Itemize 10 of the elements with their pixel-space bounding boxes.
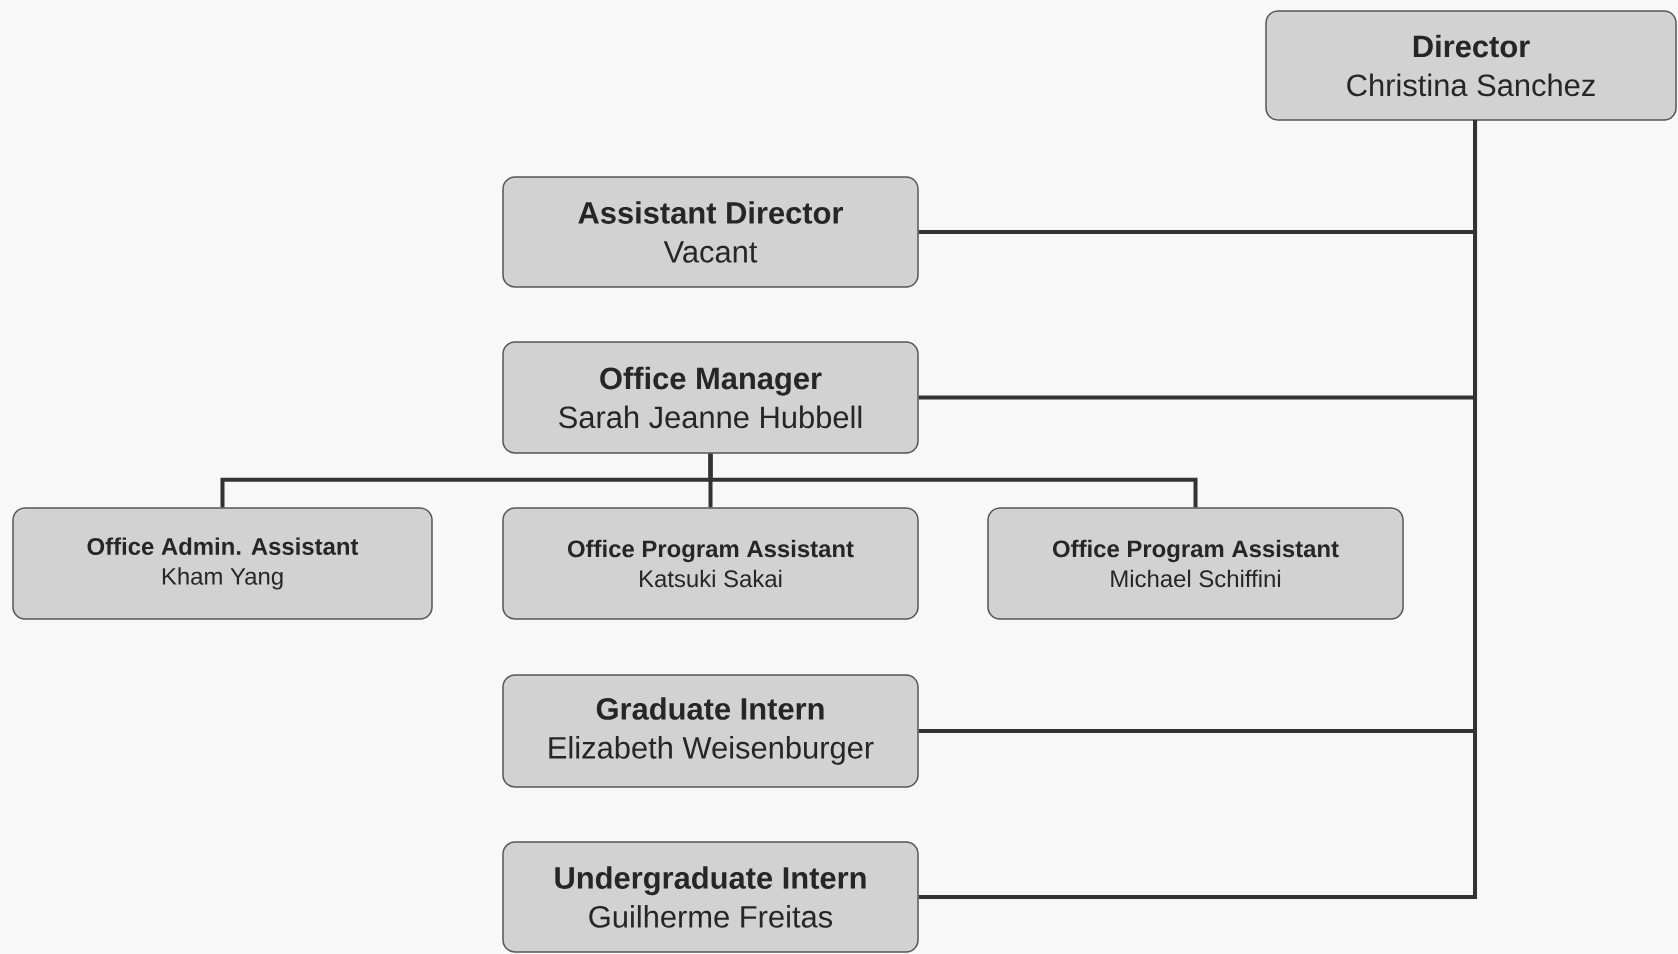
connector-line [708, 453, 1198, 508]
position-box: Assistant Director Vacant [502, 176, 919, 288]
position-box: Office Program Assistant Michael Schiffini [987, 507, 1404, 620]
position-box: Office Program Assistant Katsuki Sakai [502, 507, 919, 620]
position-box: Undergraduate Intern Guilherme Freitas [502, 841, 919, 953]
position-box: Office Admin. Assistant Kham Yang [12, 507, 433, 620]
position-box: Office Manager Sarah Jeanne Hubbell [502, 341, 919, 454]
connector-line [918, 120, 1477, 899]
position-box: Graduate Intern Elizabeth Weisenburger [502, 674, 919, 788]
position-box: Director Christina Sanchez [1265, 10, 1677, 121]
